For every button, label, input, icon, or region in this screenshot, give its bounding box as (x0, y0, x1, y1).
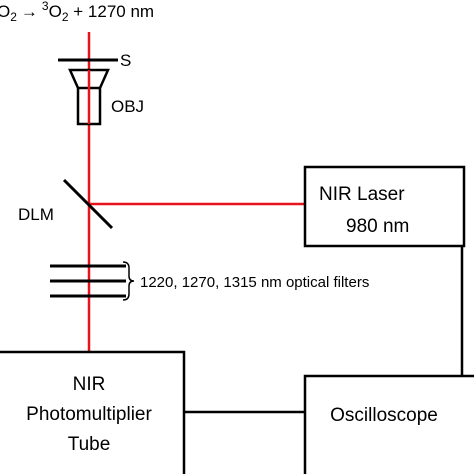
filters-label: 1220, 1270, 1315 nm optical filters (140, 274, 369, 291)
oscilloscope-label: Oscilloscope (330, 405, 438, 426)
nir-laser-box (303, 165, 466, 248)
pmt-label-line1: NIR (73, 374, 106, 395)
nir-laser-label: NIR Laser (319, 184, 405, 205)
pmt-label-line3: Tube (68, 434, 111, 455)
oscilloscope-box (303, 374, 474, 474)
sample-label: S (120, 51, 131, 70)
dichroic-mirror (62, 178, 114, 230)
laser-wavelength-label: 980 nm (346, 216, 409, 237)
photomultiplier-tube-box (0, 350, 186, 474)
dichroic-mirror-label: DLM (18, 205, 54, 224)
pmt-label-line2: Photomultiplier (26, 404, 152, 425)
filters-bracket (122, 261, 135, 301)
reaction-equation: O2→3O2 + 1270 nm (0, 0, 154, 24)
objective-label: OBJ (111, 97, 144, 116)
